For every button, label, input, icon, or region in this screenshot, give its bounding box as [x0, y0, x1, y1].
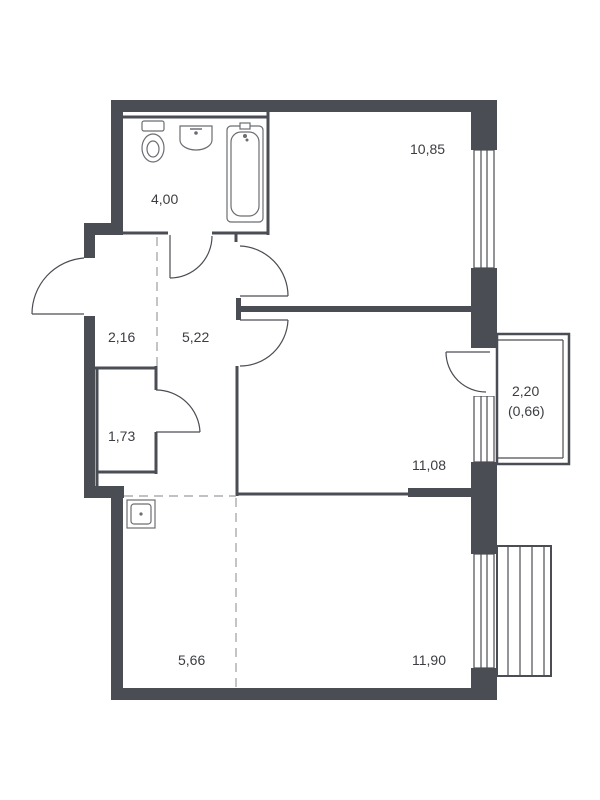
zone-lines [124, 237, 237, 688]
french-balcony [496, 545, 552, 677]
wall-right-3 [471, 462, 497, 554]
outer-walls [84, 100, 497, 700]
wall-entry-left-top [84, 223, 95, 258]
balconies [495, 332, 571, 677]
area-bedroom-top: 10,85 [410, 141, 445, 157]
area-labels: 4,00 10,85 2,16 5,22 1,73 2,20 (0,66) 11… [108, 141, 545, 668]
interior-walls [95, 112, 497, 497]
kitchen-sink-icon [126, 499, 156, 529]
area-entry: 2,16 [108, 329, 135, 345]
area-living: 11,90 [412, 652, 446, 668]
balcony-door-swing [445, 351, 487, 393]
wall-bottom [111, 688, 497, 700]
wall-bath-left [111, 100, 123, 235]
area-bathroom: 4,00 [151, 191, 178, 207]
sink-icon [179, 125, 213, 151]
wall-right-join [471, 306, 497, 312]
area-balcony-reduced: (0,66) [508, 403, 545, 419]
wall-top [111, 100, 497, 112]
closet-door-swing [155, 389, 201, 433]
area-bedroom-middle: 11,08 [412, 457, 446, 473]
area-hall: 5,22 [182, 329, 209, 345]
area-balcony: 2,20 [512, 383, 539, 399]
wall-right-4 [471, 668, 497, 700]
bedroom-middle-door-swing [239, 319, 289, 367]
bedroom-top-door-swing [239, 245, 289, 297]
area-closet: 1,73 [108, 428, 135, 444]
balcony [495, 332, 571, 466]
wall-entry-left-bottom [84, 316, 95, 498]
window-bedroom-middle [473, 395, 495, 463]
toilet-icon [141, 120, 165, 163]
wall-bedrooms-divider [236, 306, 471, 312]
window-bedroom-top [473, 149, 495, 269]
bathroom-door-swing [169, 235, 213, 279]
bathroom-fixtures [141, 120, 264, 223]
washbasin-small-icon [245, 138, 249, 142]
wall-kitchen-left [111, 486, 123, 700]
area-kitchen: 5,66 [178, 652, 205, 668]
entrance-door-swing [31, 257, 85, 315]
bathtub-icon [226, 122, 264, 223]
window-living [473, 553, 495, 669]
doors [31, 235, 490, 433]
windows [471, 149, 497, 669]
wall-right-1 [471, 100, 497, 150]
